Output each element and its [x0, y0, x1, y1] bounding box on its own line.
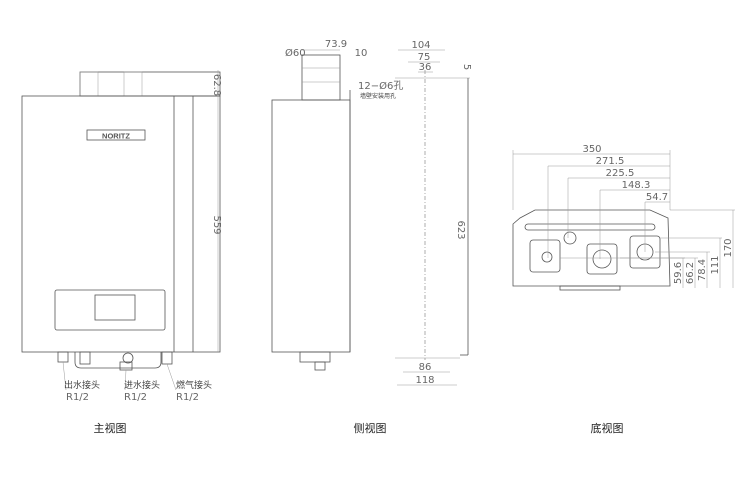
outlet-size: R1/2 [66, 392, 89, 403]
front-view: 62.8 559 NORITZ 出水接头 R1/2 进水接头 R1/2 燃气接头… [21, 70, 222, 435]
inlet-size: R1/2 [124, 392, 147, 403]
gas-connector [161, 351, 173, 365]
outlet-label: 出水接头 [64, 379, 100, 391]
dim-104: 104 [411, 40, 430, 51]
bottom-body [512, 209, 671, 287]
display-screen [94, 294, 136, 321]
front-body [21, 95, 221, 353]
bottom-view-caption: 底视图 [591, 421, 624, 435]
dim-75: 75 [418, 52, 431, 63]
side-body [271, 99, 351, 353]
dim-148-3: 148.3 [622, 180, 651, 191]
outlet-port [529, 239, 561, 273]
dim-78-4: 78.4 [697, 259, 708, 281]
holes-note: 墙壁安装用孔 [360, 92, 396, 100]
dim-111: 111 [710, 255, 721, 274]
logo: NORITZ [102, 132, 130, 141]
dim-width: 350 [582, 144, 601, 155]
dim-54-7: 54.7 [646, 192, 668, 203]
gas-label: 燃气接头 [176, 379, 212, 391]
dim-bracket-height: 62.8 [211, 74, 222, 96]
drain-plug [79, 351, 91, 365]
dim-225-5: 225.5 [606, 168, 635, 179]
dim-height: 623 [455, 220, 466, 239]
dim-flue-offset: 73.9 [325, 39, 347, 50]
holes-label: 12−Ø6孔 [358, 80, 403, 92]
dim-body-height: 559 [211, 215, 222, 234]
dim-66-2: 66.2 [685, 262, 696, 284]
dim-five: 5 [461, 64, 472, 70]
dim-170: 170 [723, 238, 734, 257]
inlet-connector [122, 352, 134, 364]
flue-pipe [301, 54, 341, 101]
outlet-connector [57, 351, 69, 363]
inlet-port [586, 243, 618, 275]
side-view: Ø60 73.9 10 104 75 36 5 623 12−Ø6孔 墙壁安装用… [271, 39, 472, 435]
dim-flue-dia: Ø60 [285, 47, 306, 59]
dim-271-5: 271.5 [596, 156, 625, 167]
side-view-caption: 侧视图 [354, 421, 387, 435]
dim-ten: 10 [355, 48, 368, 59]
logo-frame [86, 129, 146, 141]
dim-118: 118 [415, 375, 434, 386]
inlet-label: 进水接头 [124, 379, 160, 391]
front-view-caption: 主视图 [94, 421, 127, 435]
wall-bracket [79, 71, 221, 97]
dim-86: 86 [419, 362, 432, 373]
dim-36: 36 [419, 62, 432, 73]
dim-59-6: 59.6 [673, 262, 684, 284]
gas-size: R1/2 [176, 392, 199, 403]
bottom-view: 350 271.5 225.5 148.3 54.7 59.6 66.2 78.… [512, 144, 735, 435]
display-panel [54, 289, 166, 331]
